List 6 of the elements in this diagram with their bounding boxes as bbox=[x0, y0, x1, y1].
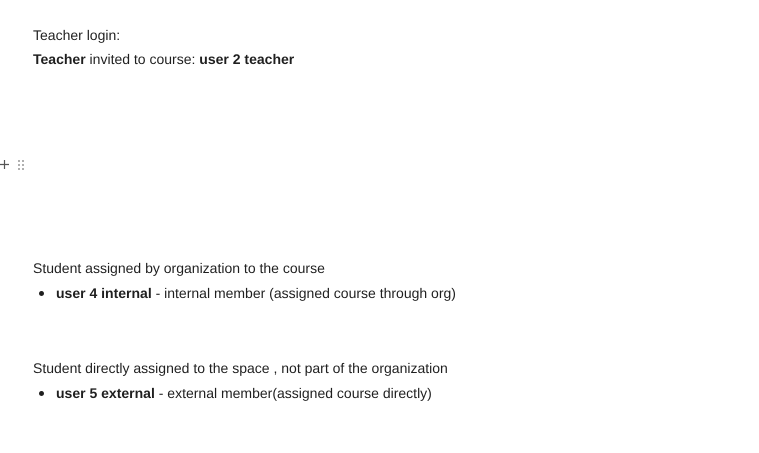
paragraph-text: Teacher login: bbox=[33, 26, 120, 44]
paragraph-text: Student directly assigned to the space , not part of the organization bbox=[33, 359, 448, 377]
list-item-text: user 4 internal - internal member (assigned course through org) bbox=[56, 284, 456, 302]
paragraph-text: Teacher invited to course: user 2 teacher bbox=[33, 50, 294, 68]
list-item-text: user 5 external - external member(assigned course directly) bbox=[56, 384, 432, 402]
paragraph-text: Student assigned by organization to the course bbox=[33, 259, 325, 277]
